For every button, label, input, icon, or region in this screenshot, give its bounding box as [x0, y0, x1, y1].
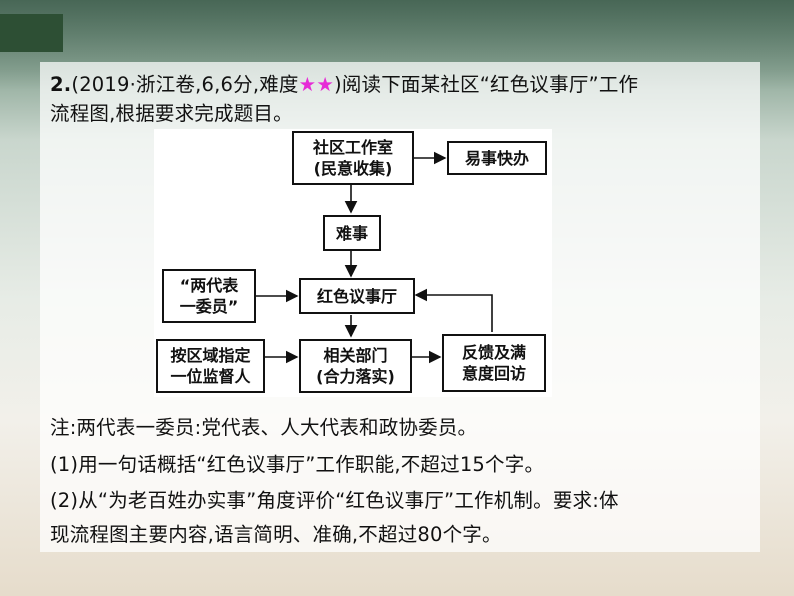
node-red-council-hall-label: 红色议事厅: [316, 286, 397, 306]
node-feedback-survey-line1: 反馈及满: [461, 343, 526, 362]
difficulty-stars-icon: ★★: [298, 73, 335, 96]
flowchart-arrows: [256, 151, 493, 364]
node-difficult-matters-label: 难事: [335, 223, 368, 243]
node-red-council-hall: 红色议事厅: [299, 278, 415, 314]
flowchart: 社区工作室 (民意收集) 易事快办 难事 “两代表一委员” 红色议事厅 按区域指定…: [154, 129, 552, 397]
node-area-supervisor: 按区域指定一位监督人: [156, 339, 265, 393]
question-line-1: 2.(2019·浙江卷,6,6分,难度★★)阅读下面某社区“红色议事厅”工作: [50, 68, 638, 97]
node-two-reps-line2: 一委员”: [179, 297, 239, 316]
node-area-supervisor-line1: 按区域指定: [170, 346, 251, 365]
node-related-departments-line2: (合力落实): [316, 367, 395, 386]
node-two-reps-one-member: “两代表一委员”: [162, 269, 256, 323]
node-easy-matters-label: 易事快办: [464, 148, 529, 168]
node-community-office: 社区工作室 (民意收集): [292, 131, 414, 185]
corner-decoration: [0, 14, 63, 52]
sub-question-1: (1)用一句话概括“红色议事厅”工作职能,不超过15个字。: [50, 453, 545, 476]
question-line-2: 流程图,根据要求完成题目。: [50, 102, 293, 125]
node-feedback-survey-line2: 意度回访: [461, 364, 526, 383]
node-related-departments-line1: 相关部门: [323, 346, 388, 365]
node-two-reps-line1: “两代表: [179, 276, 239, 295]
question-number: 2.: [50, 73, 72, 96]
question-source: (2019·浙江卷,6,6分,难度: [71, 73, 299, 96]
node-community-office-line1: 社区工作室: [312, 138, 393, 157]
question-prompt: )阅读下面某社区“红色议事厅”工作: [334, 73, 639, 96]
note-line: 注:两代表一委员:党代表、人大代表和政协委员。: [50, 416, 478, 439]
sub-question-2-line-2: 现流程图主要内容,语言简明、准确,不超过80个字。: [50, 523, 502, 546]
node-community-office-line2: (民意收集): [313, 159, 393, 178]
node-related-departments: 相关部门 (合力落实): [299, 339, 412, 393]
node-easy-matters: 易事快办: [447, 141, 547, 175]
node-difficult-matters: 难事: [323, 215, 381, 251]
arrow-feedback-to-hall: [414, 288, 493, 332]
sub-question-2-line-1: (2)从“为老百姓办实事”角度评价“红色议事厅”工作机制。要求:体: [50, 489, 619, 512]
node-area-supervisor-line2: 一位监督人: [170, 367, 251, 386]
node-feedback-survey: 反馈及满意度回访: [442, 334, 546, 392]
